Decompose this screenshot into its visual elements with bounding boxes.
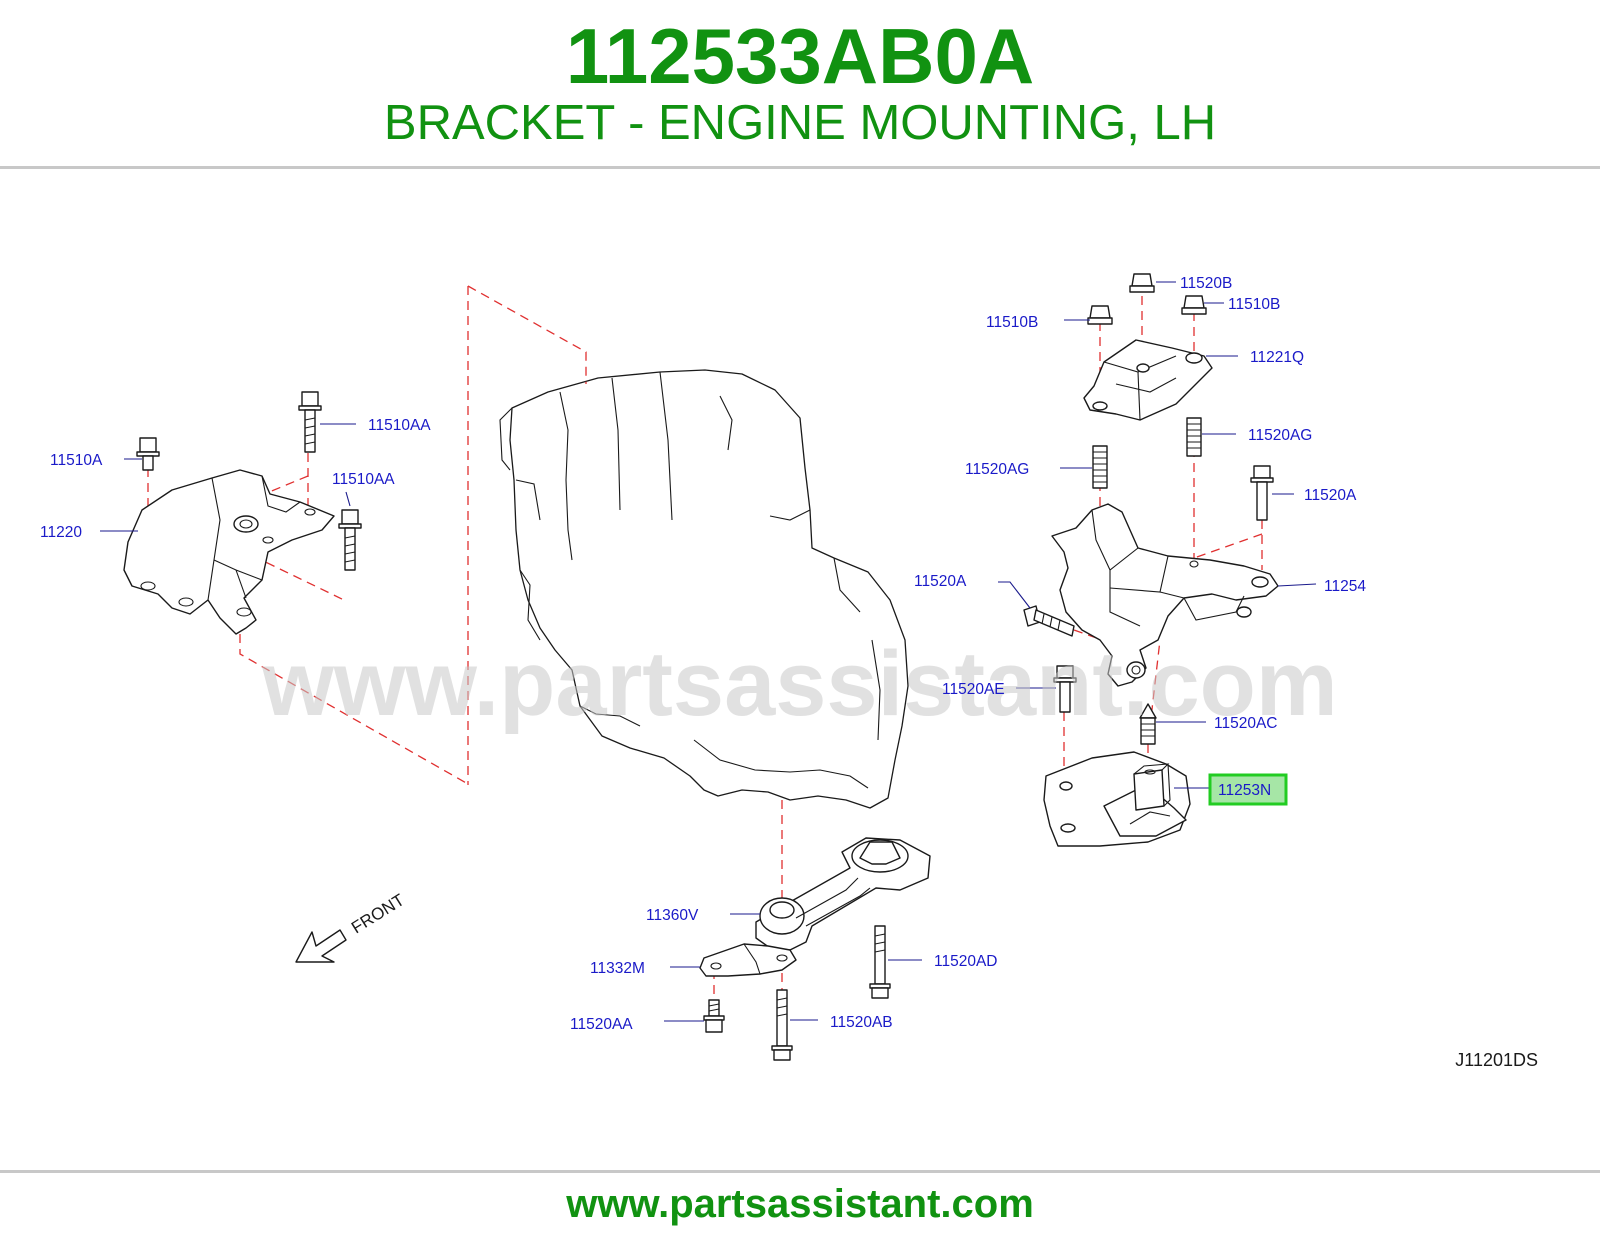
callout-11520ag-right[interactable]: 11520AG xyxy=(1248,427,1312,444)
bolt-11520ad xyxy=(869,925,891,999)
callout-11520ab[interactable]: 11520AB xyxy=(830,1014,893,1031)
bracket-11254 xyxy=(1051,503,1279,687)
callout-11221q[interactable]: 11221Q xyxy=(1250,349,1304,366)
callout-11510b-right[interactable]: 11510B xyxy=(1228,296,1280,313)
callout-11520a-right[interactable]: 11520A xyxy=(1304,487,1357,504)
bracket-11332m xyxy=(699,943,797,977)
footer-website-link[interactable]: www.partsassistant.com xyxy=(566,1182,1034,1226)
callout-11332m[interactable]: 11332M xyxy=(590,960,645,977)
callout-11520ag-left[interactable]: 11520AG xyxy=(965,461,1029,478)
bolt-11520ab xyxy=(771,989,793,1061)
bolt-11510aa-top xyxy=(298,391,322,453)
engine-mount-11220 xyxy=(123,469,335,635)
callout-11360v[interactable]: 11360V xyxy=(646,907,699,924)
callout-leader-lines xyxy=(100,281,1317,1022)
callout-11254[interactable]: 11254 xyxy=(1324,578,1366,595)
watermark-text: www.partsassistant.com xyxy=(261,633,1337,735)
callout-11520ac[interactable]: 11520AC xyxy=(1214,715,1277,732)
bolt-11520ae xyxy=(1053,665,1077,713)
engine-block-outline xyxy=(499,369,909,809)
callout-11510b-left[interactable]: 11510B xyxy=(986,314,1038,331)
diagram-code: J11201DS xyxy=(1455,1050,1538,1070)
front-label: FRONT xyxy=(348,890,408,937)
bracket-11253n xyxy=(1043,751,1191,847)
callout-11520a-left[interactable]: 11520A xyxy=(914,573,967,590)
callout-11510a[interactable]: 11510A xyxy=(50,452,103,469)
callout-11520ae[interactable]: 11520AE xyxy=(942,681,1005,698)
torque-rod-11360v xyxy=(755,837,931,951)
bolt-11520a-right xyxy=(1250,465,1274,521)
nut-11510b-right xyxy=(1181,295,1207,315)
callout-11220[interactable]: 11220 xyxy=(40,524,82,541)
part-number-title: 112533AB0A xyxy=(565,12,1035,100)
bolt-11510a xyxy=(136,437,160,471)
stud-11520ac xyxy=(1139,703,1157,745)
callout-11520ad[interactable]: 11520AD xyxy=(934,953,997,970)
callout-11253n[interactable]: 11253N xyxy=(1218,782,1271,799)
bolt-11510aa-mid xyxy=(338,509,362,571)
bolt-11520a-left xyxy=(1023,605,1075,637)
insulator-11221q xyxy=(1083,339,1213,421)
nut-11510b-left xyxy=(1087,305,1113,325)
callout-11510aa-mid[interactable]: 11510AA xyxy=(332,471,395,488)
footer-divider xyxy=(0,1170,1600,1173)
stud-11520ag-right xyxy=(1186,417,1202,457)
header-divider xyxy=(0,166,1600,169)
selected-part-highlight xyxy=(1208,773,1288,806)
stud-11520ag-left xyxy=(1092,445,1108,489)
bolt-11520aa xyxy=(703,999,725,1033)
part-description-subtitle: BRACKET - ENGINE MOUNTING, LH xyxy=(383,96,1217,150)
callout-11510aa-top[interactable]: 11510AA xyxy=(368,417,431,434)
page-header: 112533AB0A BRACKET - ENGINE MOUNTING, LH xyxy=(0,0,1600,168)
front-direction-arrow: FRONT xyxy=(295,890,408,963)
callout-11520b[interactable]: 11520B xyxy=(1180,275,1232,292)
callout-labels: 11520B 11510B 11510B 11221Q 11520AG 1152… xyxy=(40,275,1366,1033)
nut-11520b xyxy=(1129,273,1155,293)
callout-11520aa[interactable]: 11520AA xyxy=(570,1016,633,1033)
